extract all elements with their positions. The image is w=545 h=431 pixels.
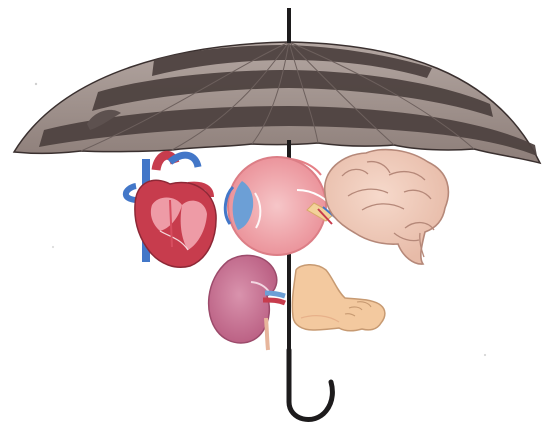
heart-icon bbox=[126, 155, 216, 267]
kidney-icon bbox=[209, 255, 285, 350]
umbrella-handle bbox=[289, 350, 332, 420]
foot-icon bbox=[292, 265, 385, 331]
umbrella-top-tip bbox=[287, 8, 291, 43]
eye-icon bbox=[225, 157, 337, 255]
brain-icon bbox=[325, 150, 449, 265]
